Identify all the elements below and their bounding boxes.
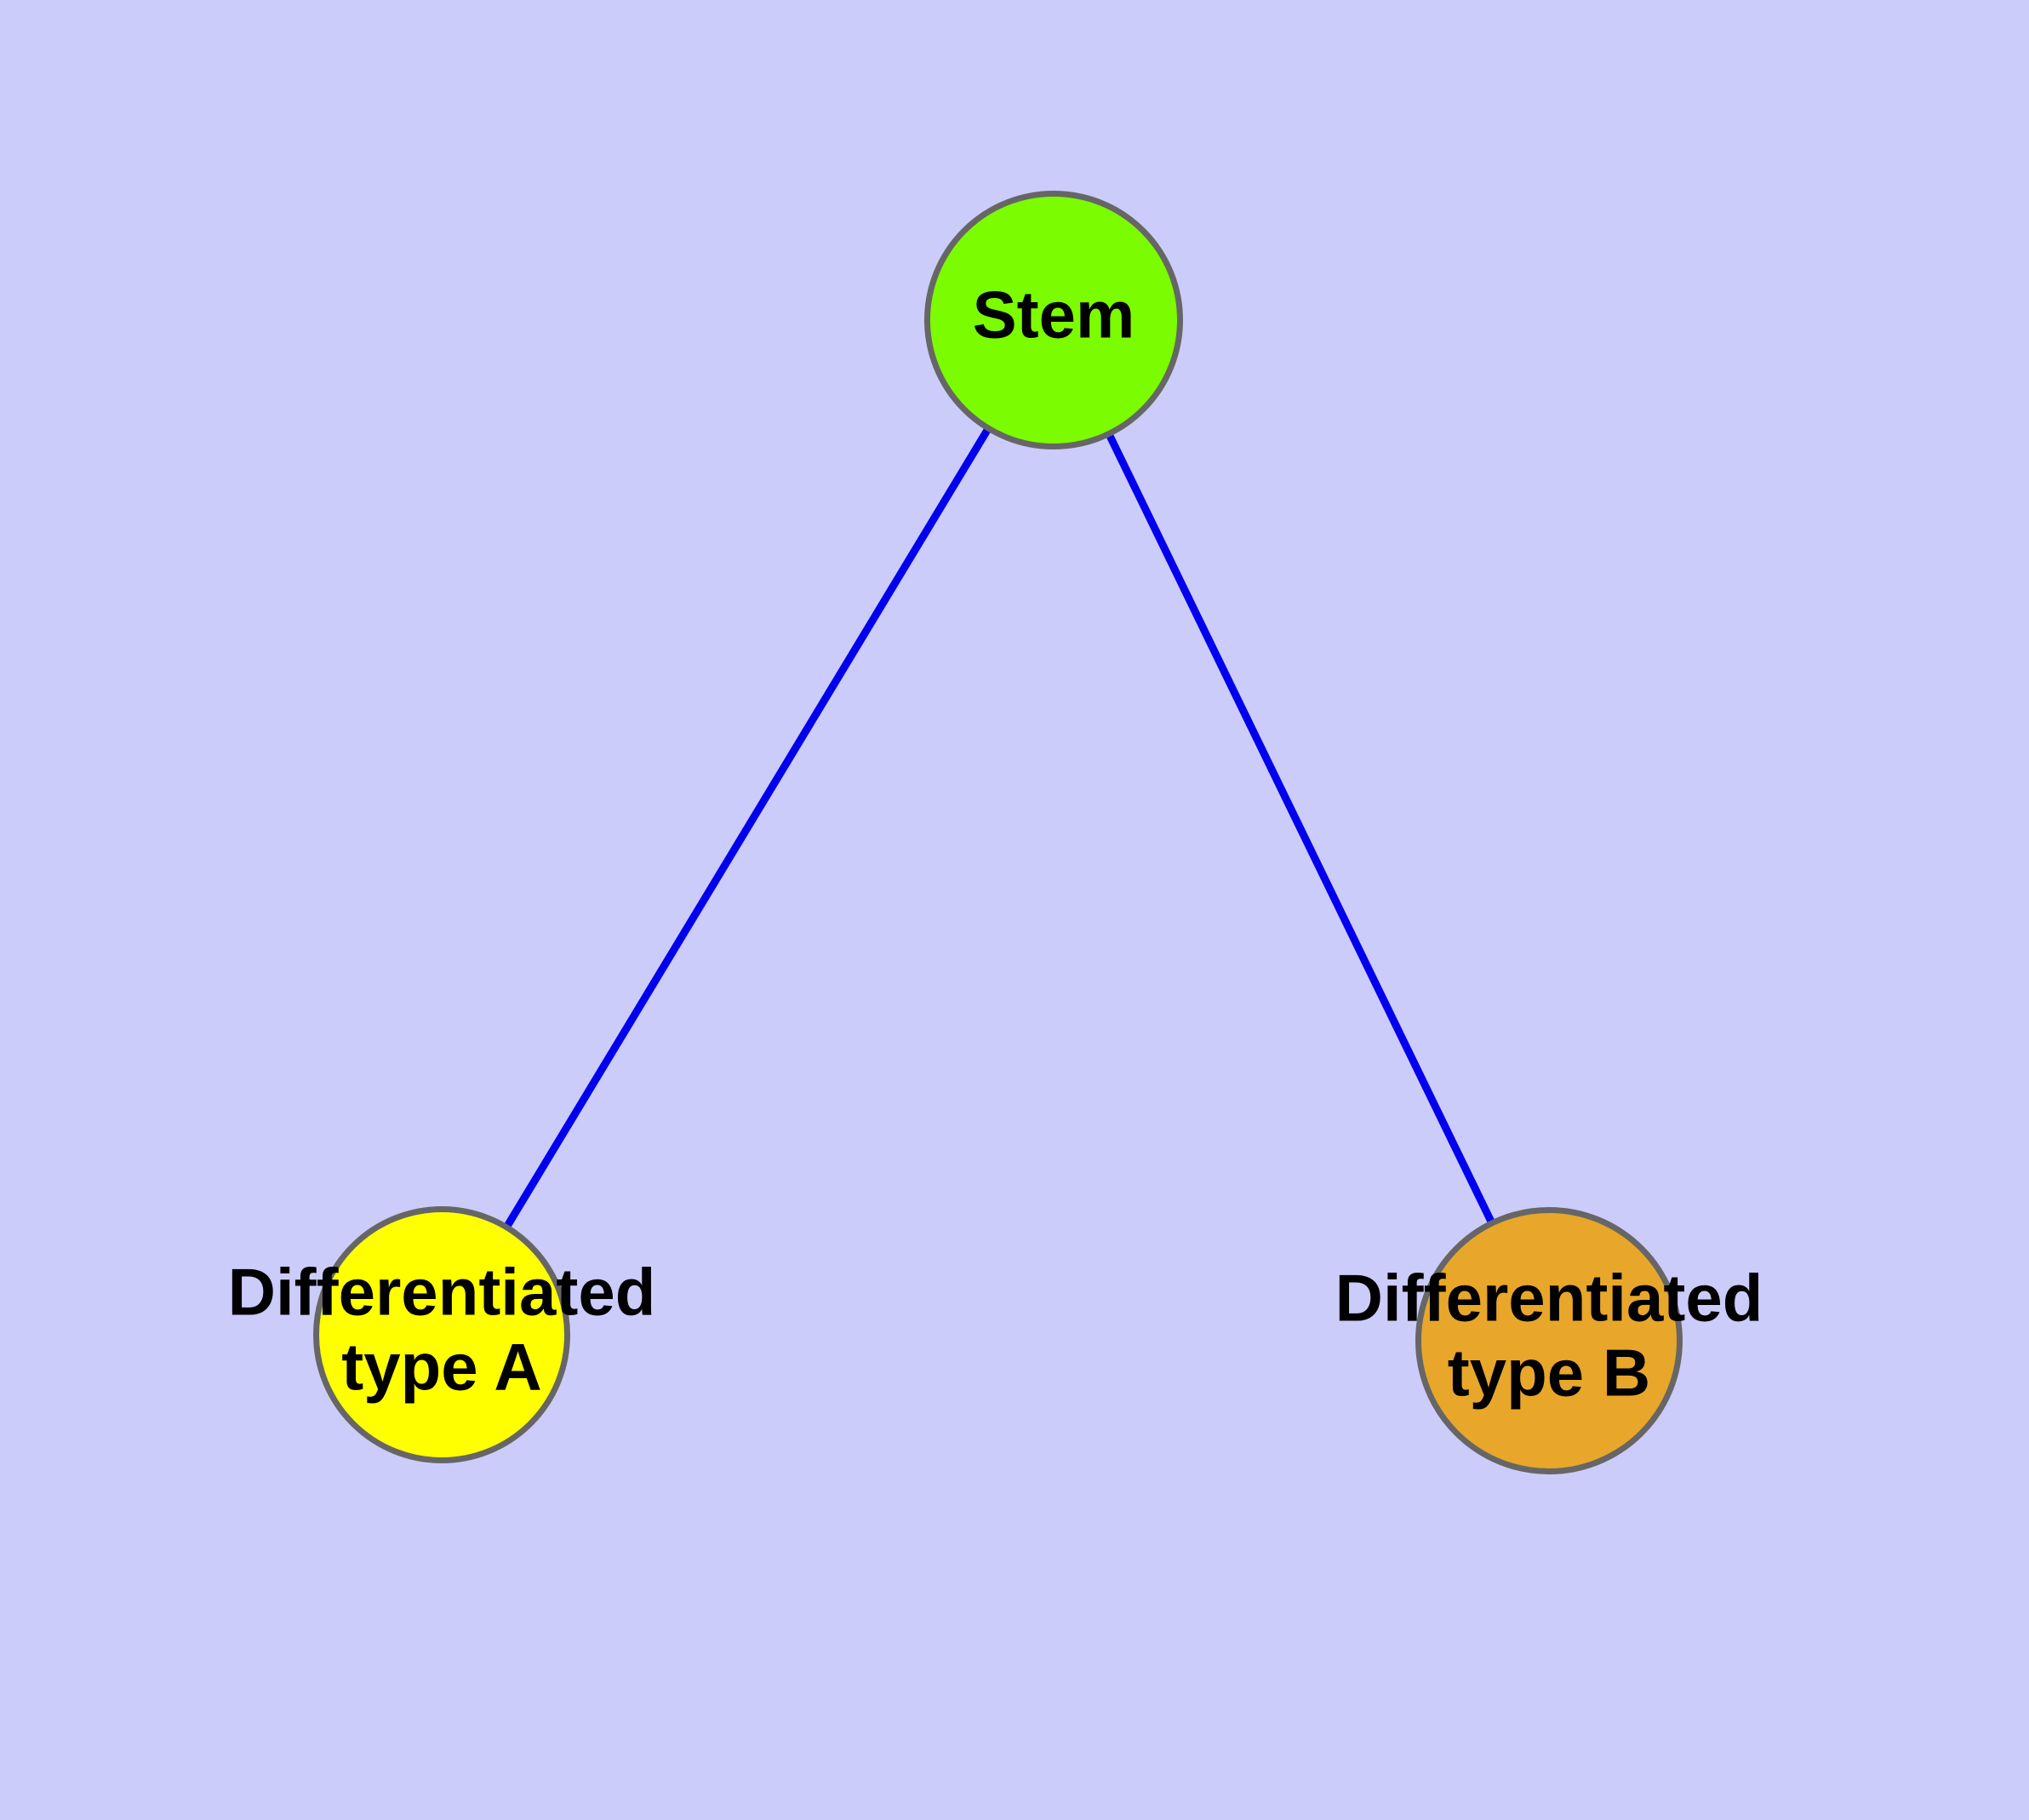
graph-node-diff-b[interactable] <box>1415 1207 1683 1474</box>
node-label-group-stem: Stem <box>973 278 1135 352</box>
node-label-diff-a-line-1: Differentiated <box>228 1255 656 1330</box>
graph-node-stem[interactable] <box>924 191 1183 449</box>
graph-edge-stem-to-b <box>1106 432 1495 1224</box>
graph-edge-stem-to-a <box>504 427 992 1228</box>
node-label-diff-b-line-2: type B <box>1448 1336 1650 1411</box>
edge-layer <box>504 427 1495 1228</box>
node-label-diff-a-line-2: type A <box>341 1330 542 1405</box>
node-label-diff-b-line-1: Differentiated <box>1335 1261 1763 1336</box>
node-circle-layer <box>313 191 1683 1474</box>
graph-node-diff-a[interactable] <box>313 1206 570 1463</box>
node-label-stem-line-1: Stem <box>973 278 1135 352</box>
